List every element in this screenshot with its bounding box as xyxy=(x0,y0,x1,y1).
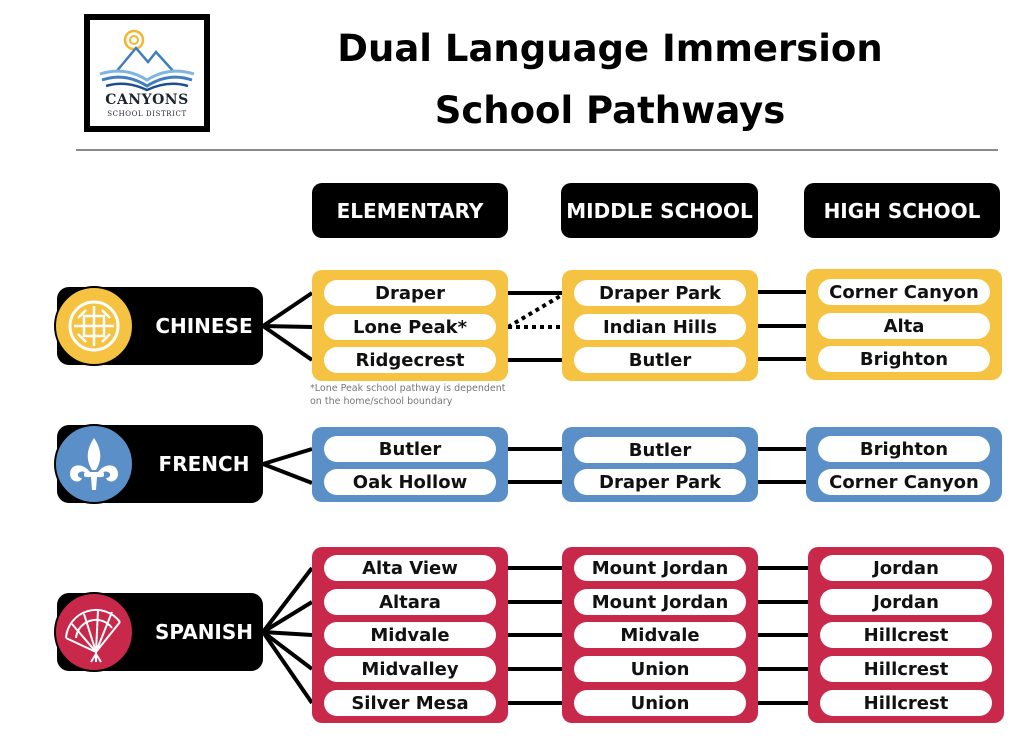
school-pill: Corner Canyon xyxy=(818,469,990,495)
school-pill: Draper xyxy=(324,280,496,306)
page-title-line2: School Pathways xyxy=(434,89,786,132)
school-pill: Alta xyxy=(818,313,990,339)
school-pill: Butler xyxy=(574,437,746,463)
school-pill: Brighton xyxy=(818,346,990,372)
school-pill: Hillcrest xyxy=(820,622,992,648)
column-header-elementary: ELEMENTARY xyxy=(312,183,508,238)
french-middle-box: Butler Draper Park xyxy=(562,427,758,502)
language-label: CHINESE xyxy=(155,314,253,338)
chinese-high-box: Corner Canyon Alta Brighton xyxy=(806,269,1002,380)
language-label: FRENCH xyxy=(158,452,250,476)
french-elementary-box: Butler Oak Hollow xyxy=(312,427,508,502)
school-pill: Ridgecrest xyxy=(324,347,496,373)
school-pill: Jordan xyxy=(820,555,992,581)
spanish-high-box: Jordan Jordan Hillcrest Hillcrest Hillcr… xyxy=(808,547,1004,723)
spanish-elementary-box: Alta View Altara Midvale Midvalley Silve… xyxy=(312,547,508,723)
language-label: SPANISH xyxy=(154,620,254,644)
school-pill: Brighton xyxy=(818,436,990,462)
school-pill: Butler xyxy=(574,347,746,373)
logo-subtitle: SCHOOL DISTRICT xyxy=(107,110,187,118)
school-pill: Altara xyxy=(324,589,496,615)
language-french: FRENCH xyxy=(54,424,263,504)
school-pill: Alta View xyxy=(324,555,496,581)
school-pill: Jordan xyxy=(820,589,992,615)
fleur-de-lis-icon xyxy=(54,424,134,504)
column-header-high-school: HIGH SCHOOL xyxy=(804,183,1000,238)
district-logo: CANYONS SCHOOL DISTRICT xyxy=(84,14,210,132)
school-pill: Mount Jordan xyxy=(574,555,746,581)
school-pill: Hillcrest xyxy=(820,690,992,716)
spanish-middle-box: Mount Jordan Mount Jordan Midvale Union … xyxy=(562,547,758,723)
page-title-line1: Dual Language Immersion xyxy=(337,27,883,70)
school-pill: Midvale xyxy=(324,622,496,648)
school-pill: Hillcrest xyxy=(820,656,992,682)
school-pill: Union xyxy=(574,690,746,716)
chinese-elementary-box: Draper Lone Peak* Ridgecrest xyxy=(312,270,508,381)
school-pill: Oak Hollow xyxy=(324,469,496,495)
french-high-box: Brighton Corner Canyon xyxy=(806,427,1002,502)
school-pill: Indian Hills xyxy=(574,314,746,340)
column-header-middle-school: MIDDLE SCHOOL xyxy=(561,183,758,238)
chinese-middle-box: Draper Park Indian Hills Butler xyxy=(562,270,758,381)
school-pill: Midvalley xyxy=(324,656,496,682)
logo-name: CANYONS xyxy=(105,92,189,108)
school-pill: Lone Peak* xyxy=(324,314,496,340)
book-mountain-icon xyxy=(99,29,195,92)
footnote: *Lone Peak school pathway is dependent o… xyxy=(310,383,506,407)
school-pill: Draper Park xyxy=(574,469,746,495)
school-pill: Draper Park xyxy=(574,280,746,306)
school-pill: Mount Jordan xyxy=(574,589,746,615)
language-chinese: CHINESE xyxy=(54,286,263,366)
hand-fan-icon xyxy=(54,592,134,672)
school-pill: Midvale xyxy=(574,622,746,648)
school-pill: Butler xyxy=(324,436,496,462)
school-pill: Silver Mesa xyxy=(324,690,496,716)
language-spanish: SPANISH xyxy=(54,592,263,672)
school-pill: Union xyxy=(574,656,746,682)
chinese-knot-icon xyxy=(54,286,134,366)
divider xyxy=(76,149,998,151)
school-pill: Corner Canyon xyxy=(818,279,990,305)
